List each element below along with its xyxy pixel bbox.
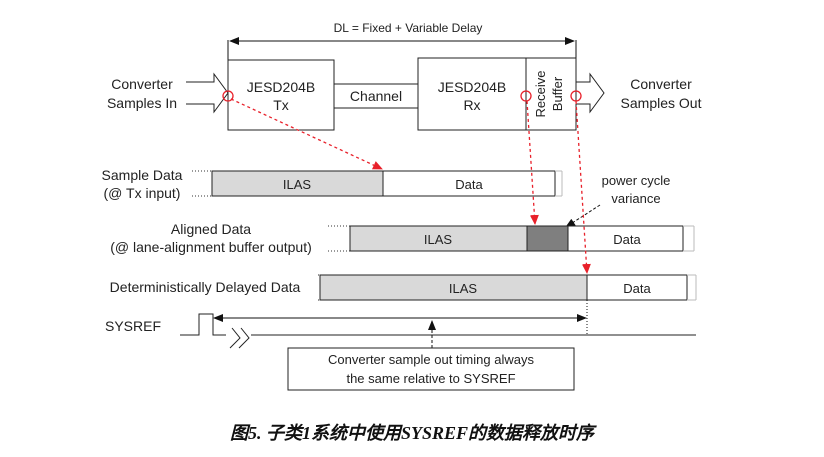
sysref-label: SYSREF	[105, 318, 161, 334]
note-line2: the same relative to SYSREF	[346, 371, 515, 386]
row1-ilas-segment	[211, 170, 384, 197]
figure-caption: 图5. 子类1系统中使用SYSREF的数据释放时序	[229, 423, 595, 443]
rx-block-sub: Rx	[463, 97, 480, 113]
row3-ilas-segment	[319, 274, 588, 301]
row2-data-label: Data	[613, 232, 641, 247]
receive-buffer	[525, 57, 577, 131]
buffer-label-receive: Receive	[533, 71, 548, 118]
power-cycle-line1: power cycle	[602, 173, 671, 188]
output-arrow-icon	[576, 72, 605, 114]
red-arrow-buffer-to-delayed	[575, 100, 591, 274]
row1-label-line2: (@ Tx input)	[104, 185, 181, 201]
row2-ilas-label: ILAS	[424, 232, 453, 247]
channel-label: Channel	[350, 88, 402, 104]
row2-variance-segment	[526, 225, 569, 252]
red-arrow-tx-to-data	[230, 98, 383, 170]
row1-timeline	[192, 170, 563, 197]
rx-block	[417, 57, 527, 131]
dl-dimension: DL = Fixed + Variable Delay	[227, 21, 577, 60]
red-arrow-rx-to-aligned	[526, 100, 539, 225]
row3-ilas-label: ILAS	[449, 281, 478, 296]
row2-data-segment	[567, 225, 684, 252]
converter-in-line2: Samples In	[107, 95, 177, 111]
row2-ilas-segment	[349, 225, 528, 252]
row1-ilas-label: ILAS	[283, 177, 312, 192]
converter-out-line2: Samples Out	[621, 95, 702, 111]
note-box	[287, 347, 575, 391]
dl-label: DL = Fixed + Variable Delay	[334, 21, 483, 35]
tx-marker-circle	[222, 90, 234, 102]
rx-marker-circle	[520, 90, 532, 102]
buffer-label-buffer: Buffer	[550, 76, 565, 111]
row1-label-line1: Sample Data	[102, 167, 183, 183]
row2-label-line2: (@ lane-alignment buffer output)	[110, 239, 312, 255]
break-symbol-icon	[229, 327, 250, 349]
tx-block-sub: Tx	[273, 97, 289, 113]
power-cycle-line2: variance	[611, 191, 660, 206]
row3-timeline	[318, 274, 697, 301]
row3-data-segment	[586, 274, 688, 301]
row3-data-label: Data	[623, 281, 651, 296]
row1-data-label: Data	[455, 177, 483, 192]
converter-in-line1: Converter	[111, 76, 173, 92]
tx-block	[227, 59, 335, 131]
sysref-pulse	[180, 313, 226, 336]
channel-block	[333, 83, 419, 109]
tx-block-title: JESD204B	[247, 79, 315, 95]
converter-out-line1: Converter	[630, 76, 692, 92]
input-arrow-icon	[186, 72, 229, 114]
row2-label-line1: Aligned Data	[171, 221, 251, 237]
row2-timeline	[328, 225, 695, 252]
note-line1: Converter sample out timing always	[328, 352, 534, 367]
rx-block-title: JESD204B	[438, 79, 506, 95]
row3-label: Deterministically Delayed Data	[110, 279, 301, 295]
row1-data-segment	[382, 170, 556, 197]
